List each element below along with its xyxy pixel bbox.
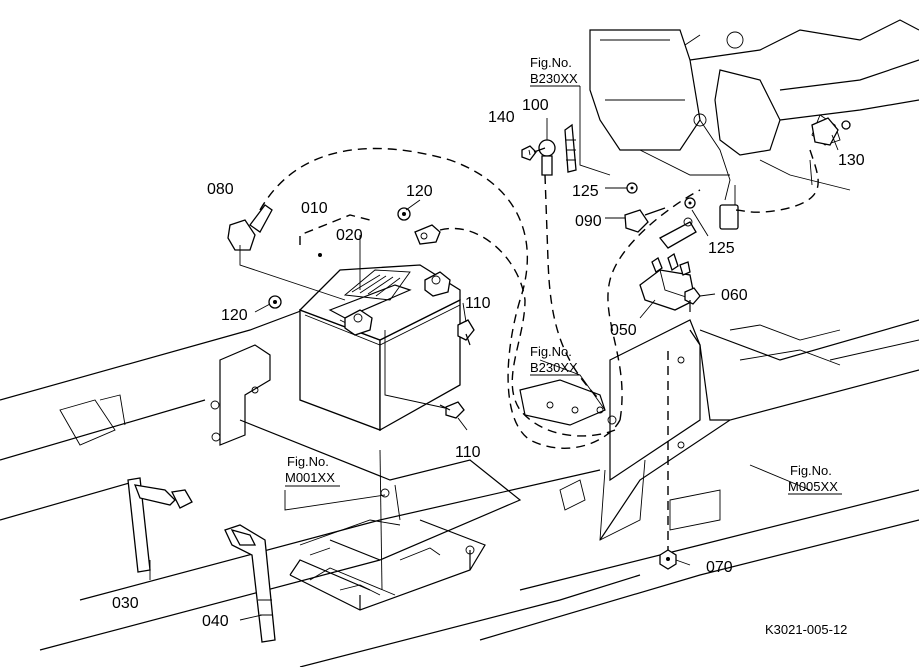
part-125-nut-lower [684,197,696,209]
part-125-nut-upper [626,182,638,194]
label-010: 010 [301,200,328,217]
ground-strap [564,123,577,173]
part-030-strap [127,477,193,573]
assembly-bracket-010 [299,214,371,245]
label-070: 070 [706,559,733,576]
fig-ref-top-line1: Fig.No. [530,55,572,70]
part-120-nut-upper [397,207,411,221]
label-130: 130 [838,152,865,169]
fig-ref-mid: Fig.No. B230XX [530,344,580,376]
part-110-bolt-upper [457,319,475,346]
fig-ref-frame-line1: Fig.No. [287,454,329,469]
label-125-lower: 125 [708,240,735,257]
label-080: 080 [207,181,234,198]
chassis-frame [0,299,919,667]
positive-cable-end [414,224,441,245]
label-125-upper: 125 [572,183,599,200]
label-060: 060 [721,287,748,304]
part-110-bolt-lower [439,401,465,419]
part-120-nut-left [268,295,282,309]
fig-ref-right: Fig.No. M005XX [788,463,842,495]
part-070-nut [659,549,677,570]
battery-tray [239,419,522,611]
label-050: 050 [610,322,637,339]
drawing-code: K3021-005-12 [765,622,847,637]
label-090: 090 [575,213,602,230]
fig-ref-frame: Fig.No. M001XX [285,454,340,487]
engine-assembly [589,19,919,230]
part-140-bolt [521,145,546,161]
fig-ref-top-line2: B230XX [530,71,578,86]
leader-lines [149,86,839,621]
fig-ref-mid-line2: B230XX [530,360,578,375]
label-140: 140 [488,109,515,126]
label-020: 020 [336,227,363,244]
fig-ref-right-line2: M005XX [788,479,838,494]
part-100-terminal [538,139,556,176]
part-060-bolt [684,287,701,312]
part-080-terminal [227,204,273,251]
label-040: 040 [202,613,229,630]
label-110-upper: 110 [465,295,491,312]
part-040-strap [224,524,276,643]
battery [298,253,461,432]
part-050-solenoid [639,252,696,311]
fig-ref-right-line1: Fig.No. [790,463,832,478]
label-100: 100 [522,97,549,114]
label-110-lower: 110 [455,444,481,461]
label-120-upper: 120 [406,183,433,200]
label-030: 030 [112,595,139,612]
fig-ref-top: Fig.No. B230XX [530,55,580,87]
fig-ref-mid-line1: Fig.No. [530,344,572,359]
cables [259,147,819,555]
fig-ref-frame-line2: M001XX [285,470,335,485]
part-090-cable [624,207,697,249]
part-130-connector [811,117,851,146]
label-120-left: 120 [221,307,248,324]
